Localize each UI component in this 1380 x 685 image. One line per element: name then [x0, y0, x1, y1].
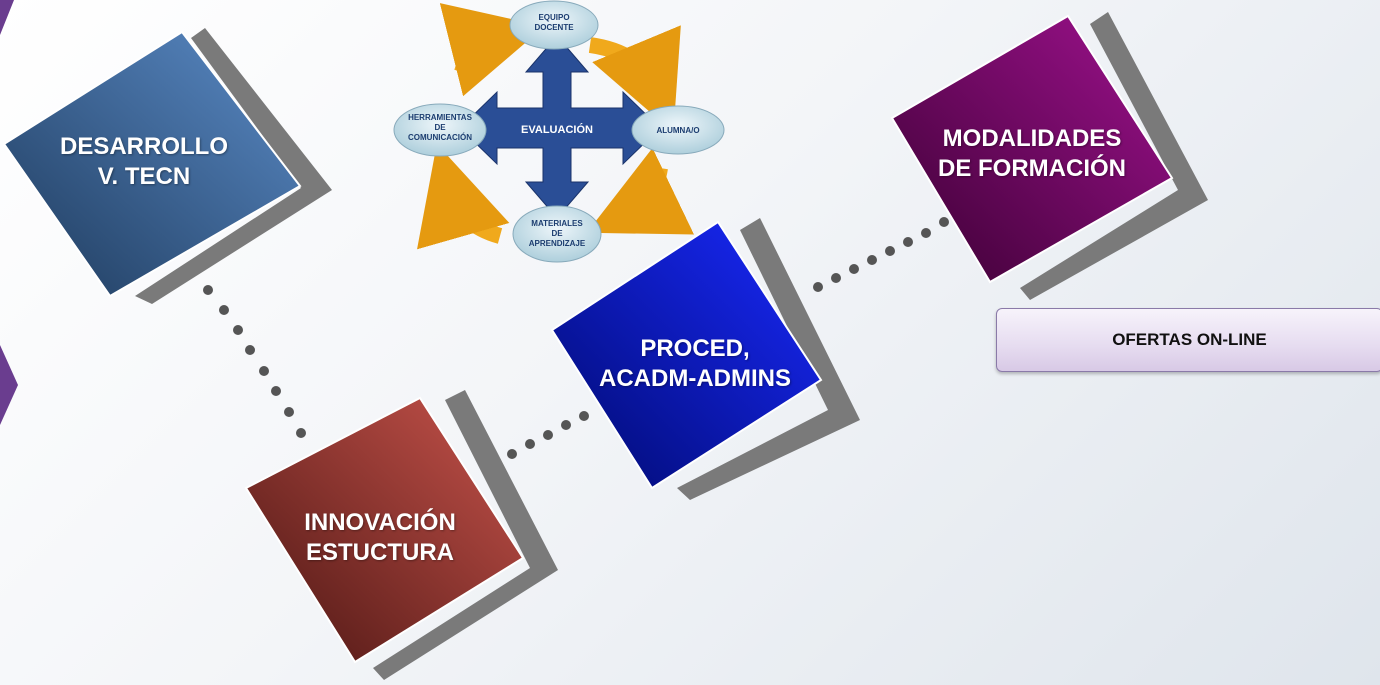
- arrow-bottom-right: [586, 147, 695, 235]
- oval-right: ALUMNA/O: [631, 105, 725, 155]
- svg-text:HERRAMIENTAS: HERRAMIENTAS: [408, 113, 473, 122]
- node-proced-label: PROCED, ACADM-ADMINS: [575, 334, 815, 394]
- svg-text:MATERIALES: MATERIALES: [531, 219, 583, 228]
- node-proced-line-2: ACADM-ADMINS: [599, 365, 791, 392]
- node-proced-line-1: PROCED,: [640, 335, 750, 362]
- node-innovacion-shadow: [373, 390, 558, 680]
- node-desarrollo-line-2: V. TECN: [97, 163, 191, 190]
- arrow-top-left: [439, 3, 545, 97]
- node-modalidades-shape: [890, 14, 1174, 284]
- node-modalidades-label: MODALIDADES DE FORMACIÓN: [912, 124, 1152, 184]
- edge-shape-top: [0, 0, 14, 35]
- node-innovacion-shape: [244, 396, 525, 664]
- connector-proced-modalidades: [813, 217, 949, 292]
- svg-text:APRENDIZAJE: APRENDIZAJE: [529, 239, 586, 248]
- node-innovacion-label: INNOVACIÓN ESTUCTURA: [260, 508, 500, 568]
- node-desarrollo-label: DESARROLLO V. TECN: [24, 132, 264, 192]
- svg-text:ALUMNA/O: ALUMNA/O: [656, 126, 699, 135]
- node-proced: [550, 218, 860, 500]
- svg-text:EQUIPO: EQUIPO: [538, 13, 569, 22]
- node-innovacion: [244, 390, 558, 680]
- svg-text:COMUNICACIÓN: COMUNICACIÓN: [408, 133, 472, 142]
- node-modalidades-line-2: DE FORMACIÓN: [938, 155, 1126, 182]
- oval-top: EQUIPO DOCENTE: [509, 0, 599, 50]
- svg-text:DE: DE: [434, 123, 446, 132]
- svg-text:DE: DE: [551, 229, 563, 238]
- ofertas-online-label: OFERTAS ON-LINE: [1112, 330, 1267, 349]
- arrow-bottom-left: [417, 143, 510, 250]
- cycle-center-label: EVALUACIÓN: [521, 123, 593, 136]
- arrow-top-right: [588, 25, 681, 133]
- edge-shape-middle: [0, 345, 18, 425]
- svg-text:DOCENTE: DOCENTE: [534, 23, 574, 32]
- node-proced-shadow: [677, 218, 860, 500]
- node-desarrollo-line-1: DESARROLLO: [60, 133, 228, 160]
- node-desarrollo: [2, 28, 332, 304]
- cycle-arrows: [417, 3, 695, 250]
- connector-innovacion-proced: [507, 411, 589, 459]
- oval-left: HERRAMIENTAS DE COMUNICACIÓN: [393, 103, 487, 157]
- node-desarrollo-shadow: [135, 28, 332, 304]
- node-innovacion-line-2: ESTUCTURA: [306, 539, 454, 566]
- node-modalidades: [890, 12, 1208, 300]
- connector-desarrollo-innovacion: [203, 285, 306, 438]
- node-proced-shape: [550, 220, 823, 490]
- node-innovacion-line-1: INNOVACIÓN: [304, 509, 456, 536]
- node-modalidades-line-1: MODALIDADES: [942, 125, 1122, 152]
- node-modalidades-shadow: [1020, 12, 1208, 300]
- node-desarrollo-shape: [2, 30, 302, 298]
- oval-bottom: MATERIALES DE APRENDIZAJE: [512, 205, 602, 263]
- ofertas-online-box: OFERTAS ON-LINE: [996, 308, 1380, 372]
